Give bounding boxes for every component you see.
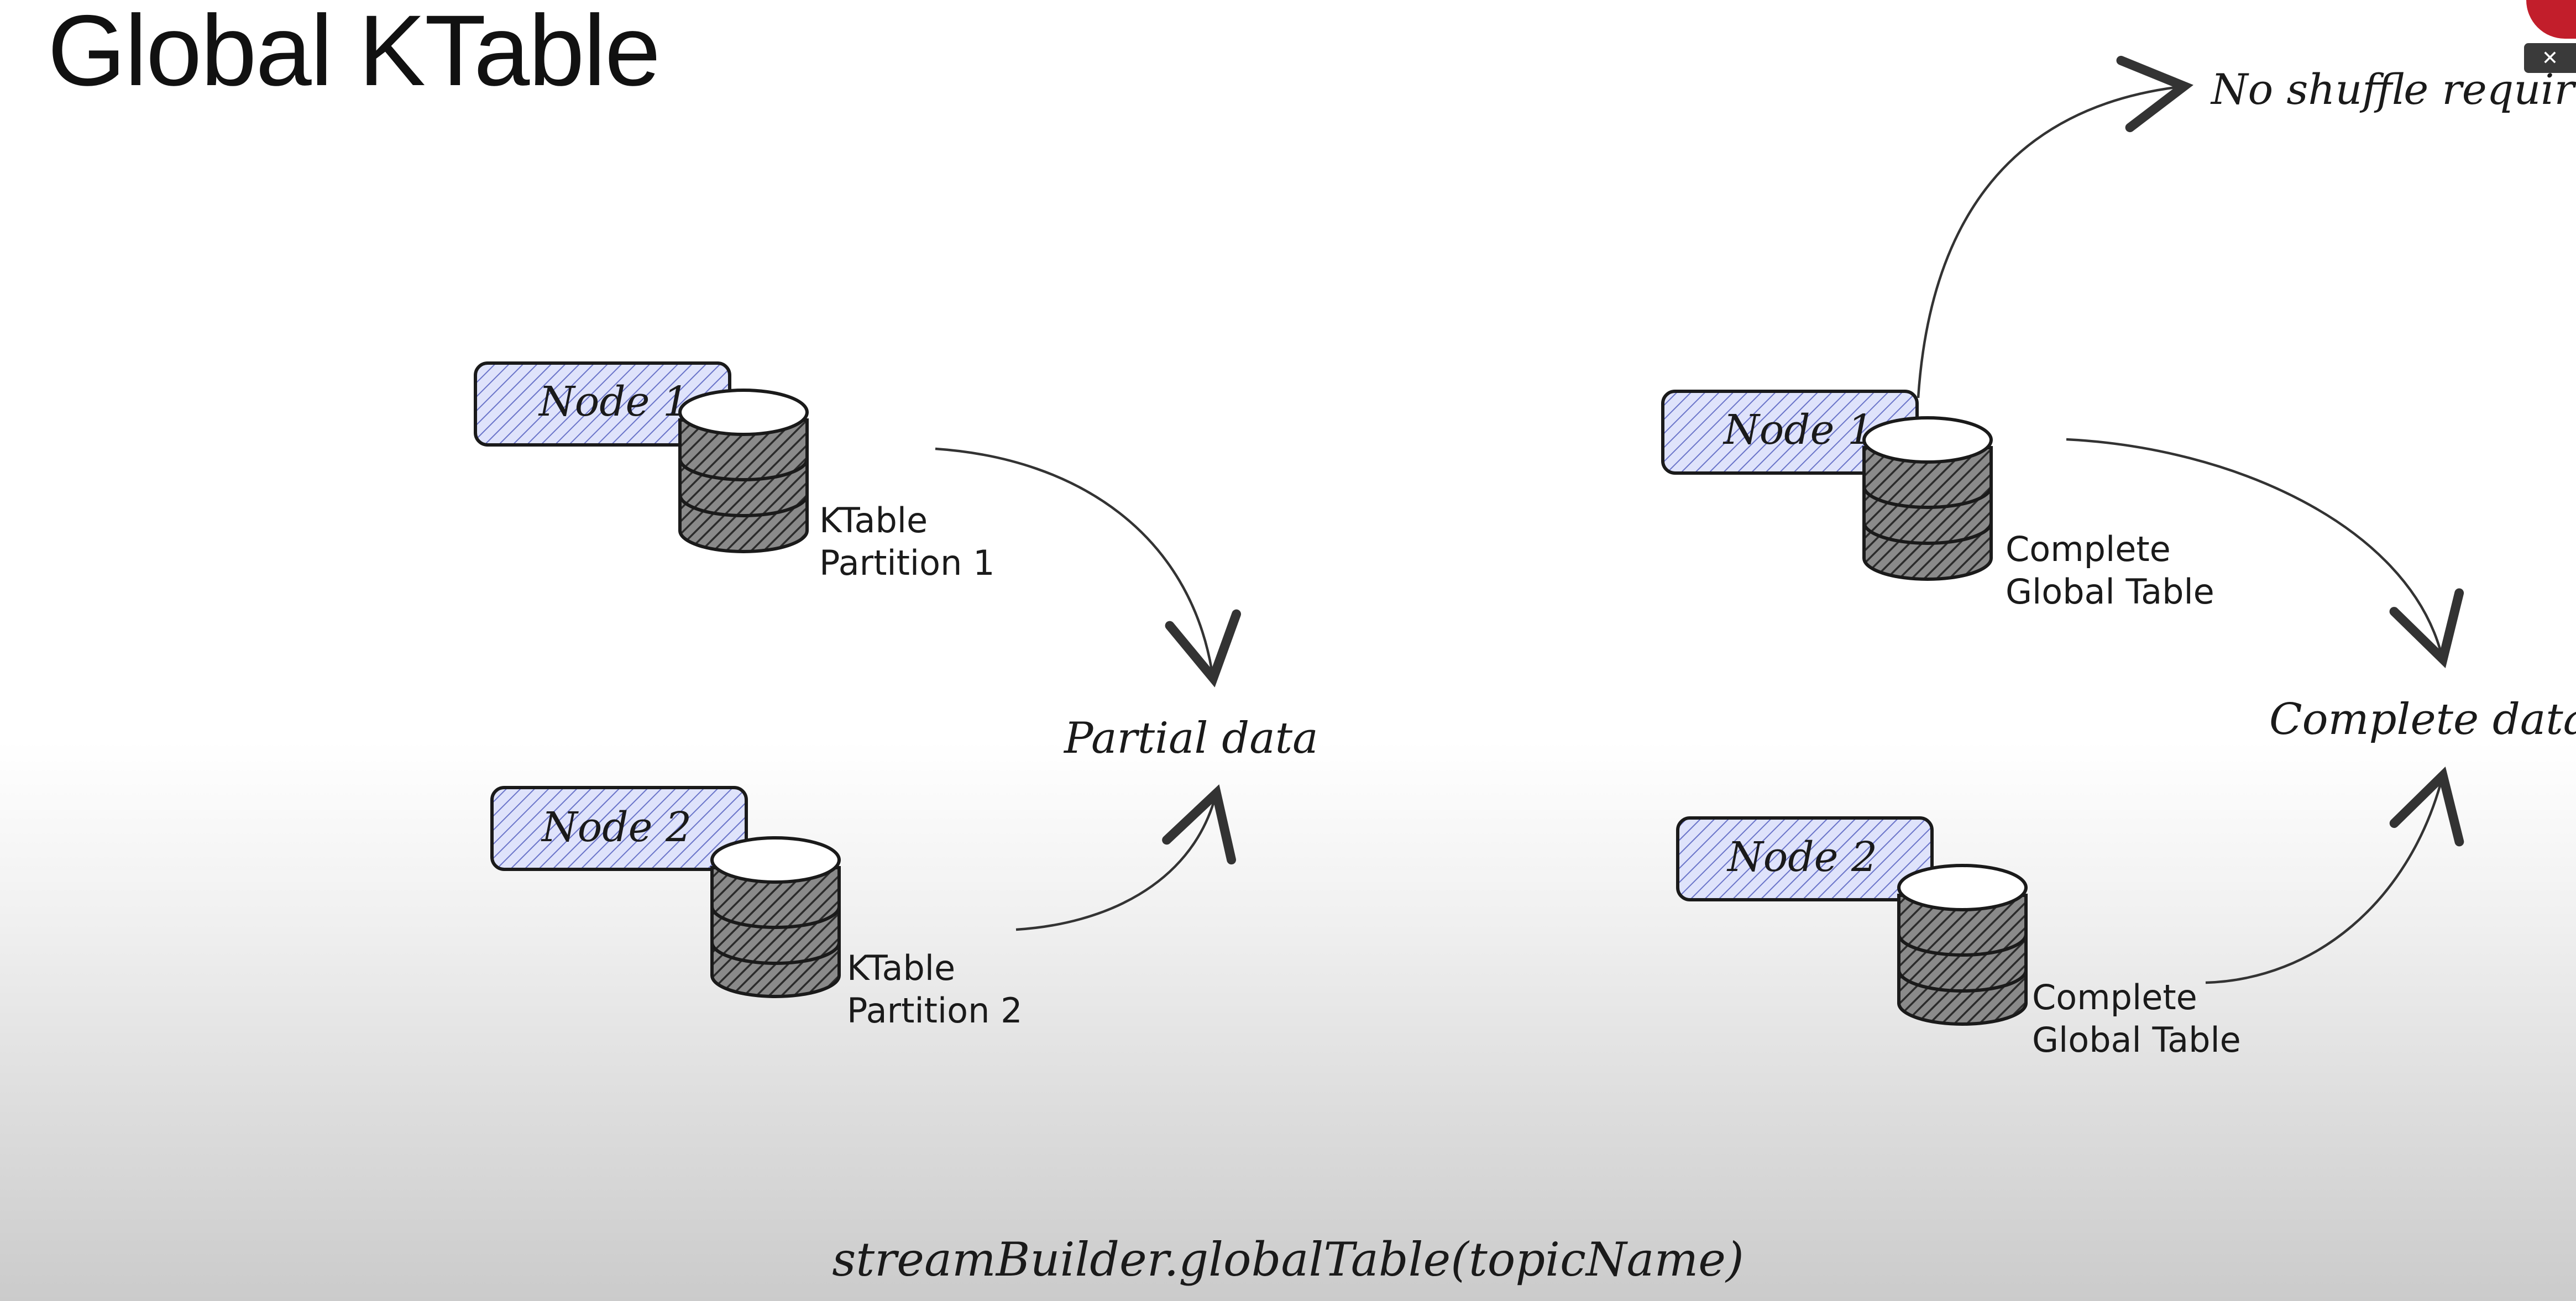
avatar-corner xyxy=(2526,0,2576,39)
table-label-line1: Complete xyxy=(2032,977,2197,1017)
database-stack-icon xyxy=(1897,864,2028,1026)
node-label: Node 1 xyxy=(1722,406,1873,454)
partial-data-label: Partial data xyxy=(1063,714,1318,763)
arrow-node2-to-partial xyxy=(1015,784,1236,931)
slide-title: Global KTable xyxy=(48,0,661,107)
table-label-line2: Partition 2 xyxy=(847,990,1023,1031)
table-label-line1: Complete xyxy=(2006,529,2171,569)
table-label-line2: Global Table xyxy=(2006,571,2214,612)
table-label-line2: Partition 1 xyxy=(819,543,995,583)
table-label-line2: Global Table xyxy=(2032,1020,2241,1060)
no-shuffle-label: No shuffle required xyxy=(2210,65,2576,114)
node-label: Node 2 xyxy=(1726,833,1877,881)
node-box xyxy=(490,786,748,871)
table-label-line1: KTable xyxy=(819,500,928,541)
database-stack-icon xyxy=(1862,416,1993,581)
complete-data-label: Complete data xyxy=(2269,695,2576,744)
node-label: Node 1 xyxy=(538,378,689,426)
video-overlay-controls: ✕ xyxy=(2515,0,2576,75)
arrow-to-no-shuffle xyxy=(1917,56,2193,398)
database-stack-icon xyxy=(678,389,809,553)
right-node2-group: Node 2 Complete Global Table xyxy=(1676,816,2241,1060)
node-box xyxy=(1676,816,1934,901)
table-label-line1: KTable xyxy=(847,948,955,988)
left-node2-group: Node 2 KTable Partition 2 xyxy=(490,786,1023,1031)
left-node1-group: Node 1 KTable Partition 1 xyxy=(474,361,995,583)
node-label: Node 2 xyxy=(541,804,692,851)
code-snippet: streamBuilder.globalTable(topicName) xyxy=(832,1232,1744,1287)
close-icon[interactable]: ✕ xyxy=(2524,43,2576,73)
right-node1-group: Node 1 Complete Global Table xyxy=(1661,390,2214,612)
database-stack-icon xyxy=(710,836,841,998)
arrow-node1-to-partial xyxy=(935,447,1241,688)
arrow-node1-to-complete xyxy=(2066,438,2464,669)
arrow-node2-to-complete xyxy=(2205,766,2464,984)
